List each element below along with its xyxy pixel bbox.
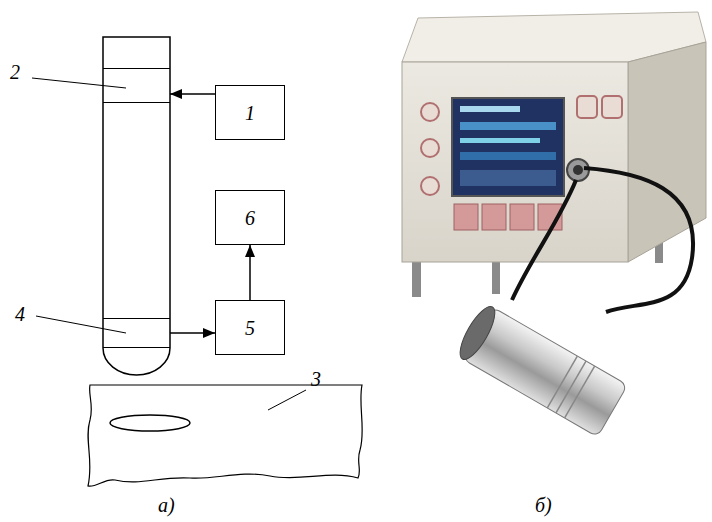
signal-arrow bbox=[249, 245, 251, 300]
device-button bbox=[482, 204, 506, 230]
probe-groove bbox=[565, 366, 595, 418]
panel-label: а) bbox=[158, 494, 175, 516]
screen-line bbox=[460, 138, 540, 143]
callout-number: 2 bbox=[10, 61, 20, 83]
device-button bbox=[510, 204, 534, 230]
probe-groove bbox=[547, 356, 577, 408]
device-screen bbox=[452, 98, 564, 196]
test-object bbox=[88, 385, 362, 486]
callout-number: 4 bbox=[15, 303, 25, 325]
leader-line bbox=[268, 390, 306, 410]
device-leg bbox=[492, 262, 500, 294]
screen-line bbox=[460, 106, 520, 112]
device-connector bbox=[573, 165, 583, 175]
signal-arrow bbox=[170, 332, 215, 334]
screen-line bbox=[460, 170, 556, 186]
block-number: 5 bbox=[245, 317, 255, 339]
device-side bbox=[628, 42, 706, 262]
probe-element: 2 bbox=[103, 68, 170, 103]
device-button bbox=[421, 103, 439, 121]
block-box: 5 bbox=[215, 300, 285, 355]
probe-face bbox=[454, 302, 501, 364]
block-box: 1 bbox=[215, 85, 285, 140]
device-front bbox=[402, 62, 628, 262]
screen-line bbox=[460, 122, 556, 130]
cable bbox=[512, 180, 576, 300]
cable bbox=[584, 168, 693, 312]
block-number: 6 bbox=[245, 207, 255, 229]
probe-element: 4 bbox=[103, 318, 170, 348]
block-box: 6 bbox=[215, 190, 285, 245]
device-button bbox=[454, 204, 478, 230]
screen-line bbox=[460, 152, 556, 160]
device-button bbox=[421, 139, 439, 157]
signal-arrow bbox=[170, 93, 215, 95]
callout-number: 3 bbox=[311, 368, 321, 390]
probe-groove bbox=[556, 361, 586, 413]
leader-line bbox=[32, 78, 126, 88]
flaw bbox=[110, 415, 190, 431]
panel-label: б) bbox=[535, 494, 552, 516]
device-button bbox=[421, 177, 439, 195]
block-number: 1 bbox=[245, 102, 255, 124]
device-button bbox=[577, 96, 597, 118]
device-button bbox=[602, 96, 622, 118]
flaw-detector-device bbox=[402, 12, 706, 437]
probe-tube bbox=[103, 37, 170, 375]
